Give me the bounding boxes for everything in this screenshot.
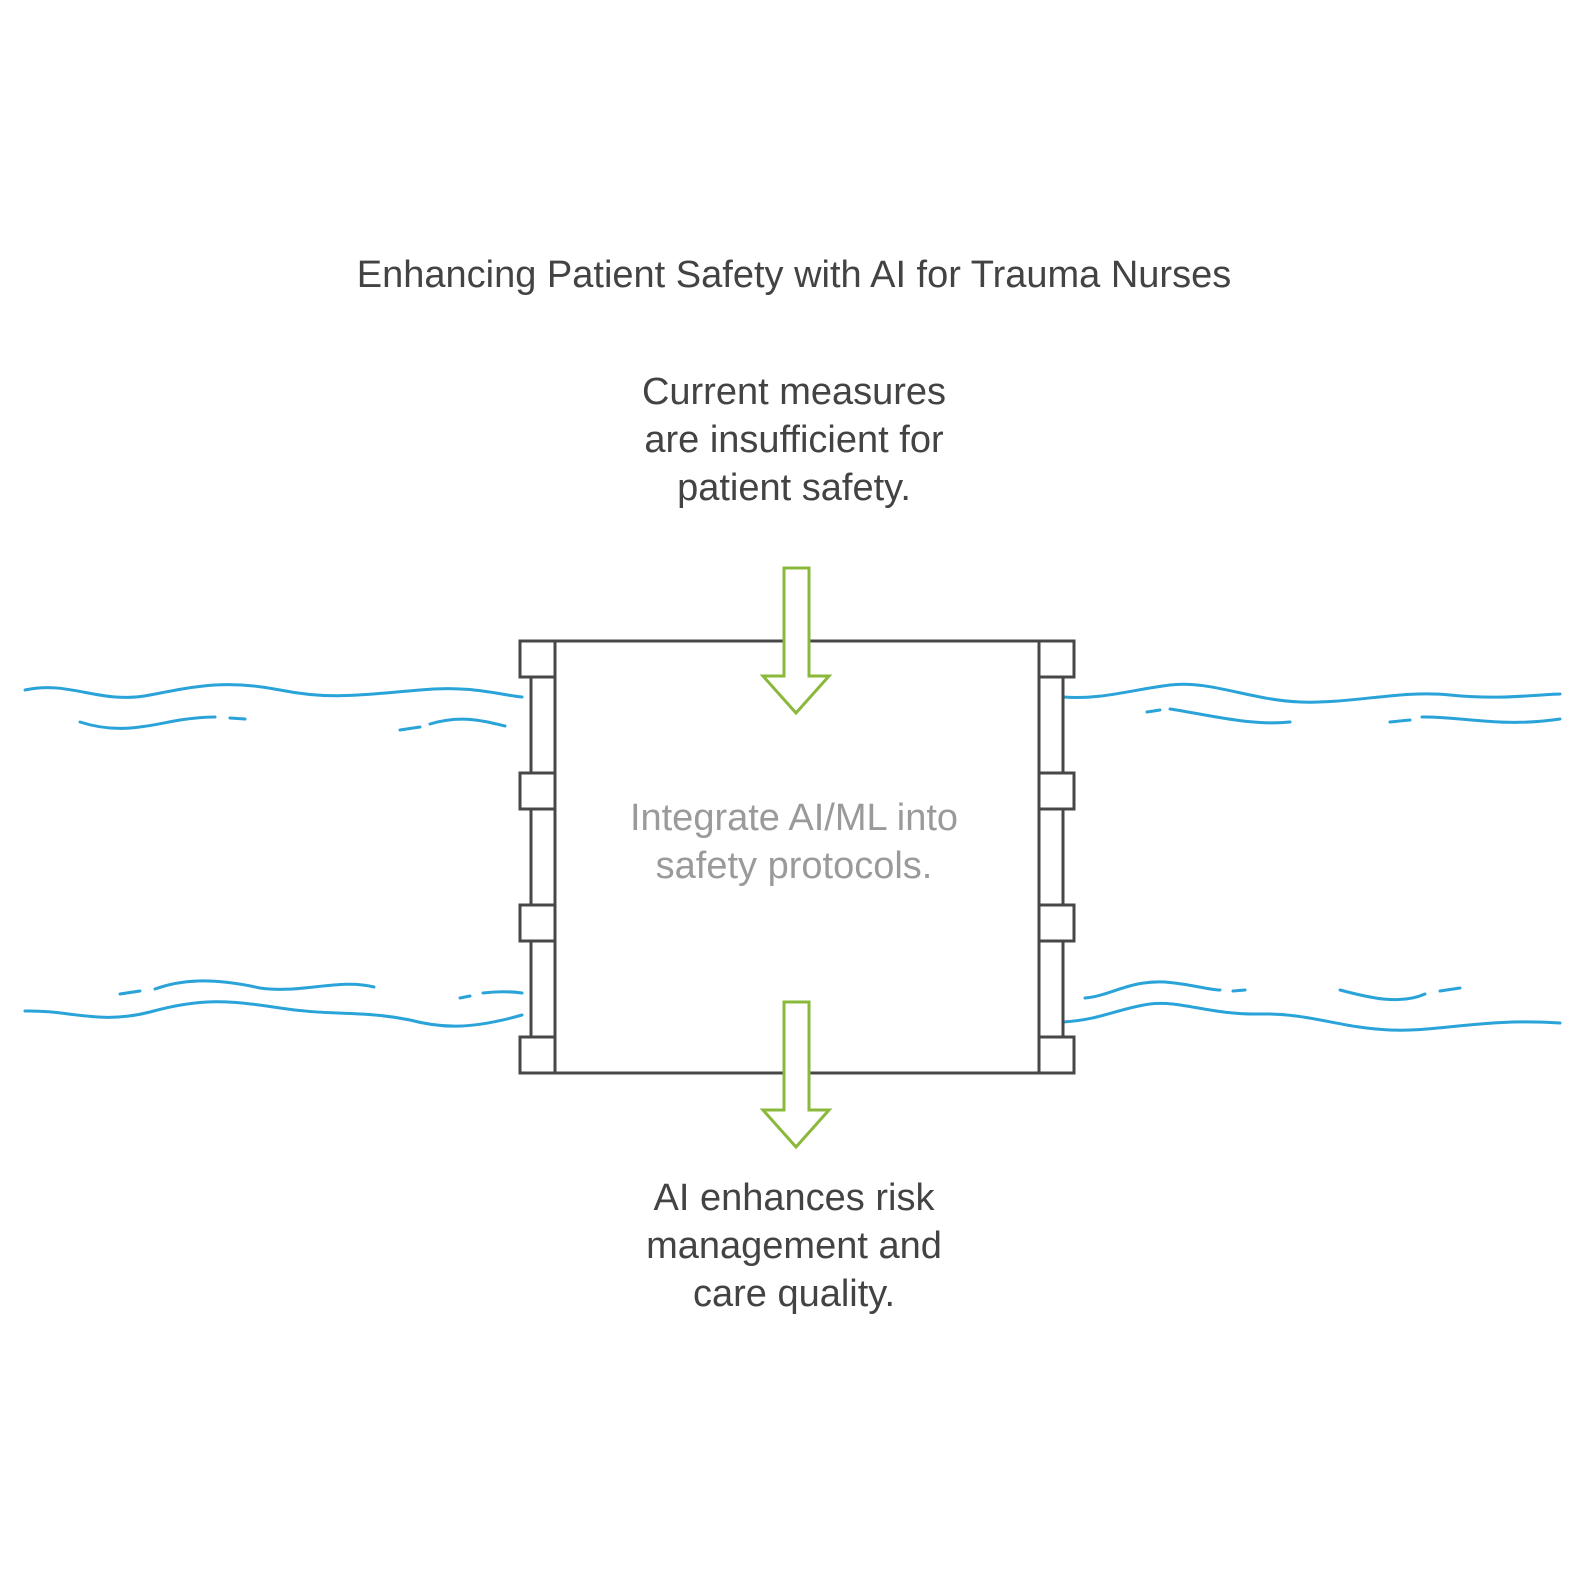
frame-cleat xyxy=(1037,903,1076,943)
water-line xyxy=(118,989,142,996)
water-line xyxy=(398,725,422,732)
arrow-down-icon xyxy=(759,566,833,716)
water-line xyxy=(78,715,217,730)
water-line xyxy=(228,716,247,721)
water-line xyxy=(428,717,507,728)
frame-cleat xyxy=(1037,771,1076,811)
water-line xyxy=(153,979,376,991)
frame-cleat xyxy=(1037,639,1076,679)
water-streams xyxy=(23,682,1562,1032)
water-line xyxy=(23,683,524,699)
frame-cleat xyxy=(518,771,557,811)
water-line xyxy=(1438,986,1462,993)
frame-cleat xyxy=(1037,1035,1076,1075)
water-line xyxy=(1061,1001,1562,1032)
frame-cleat xyxy=(518,903,557,943)
water-line xyxy=(1083,980,1222,1000)
water-line xyxy=(1145,708,1162,714)
problem-text: Current measures are insufficient for pa… xyxy=(641,371,947,509)
solution-text: Integrate AI/ML into safety protocols. xyxy=(629,797,959,887)
diagram-title: Enhancing Patient Safety with AI for Tra… xyxy=(356,254,1232,296)
water-line xyxy=(1388,718,1412,724)
frame-post xyxy=(529,639,557,1075)
water-line xyxy=(458,994,472,1000)
water-line xyxy=(1420,715,1562,724)
frame-cleat xyxy=(518,639,557,679)
frame-cleat xyxy=(518,1035,557,1075)
water-line xyxy=(23,1000,524,1028)
water-line xyxy=(1168,707,1292,725)
frame-post xyxy=(1037,639,1065,1075)
outcome-text: AI enhances risk management and care qua… xyxy=(646,1177,942,1315)
water-line xyxy=(481,990,524,995)
water-line xyxy=(1338,988,1427,1002)
water-line xyxy=(1231,988,1247,993)
water-line xyxy=(1061,682,1562,704)
arrow-down-icon xyxy=(759,1000,833,1150)
